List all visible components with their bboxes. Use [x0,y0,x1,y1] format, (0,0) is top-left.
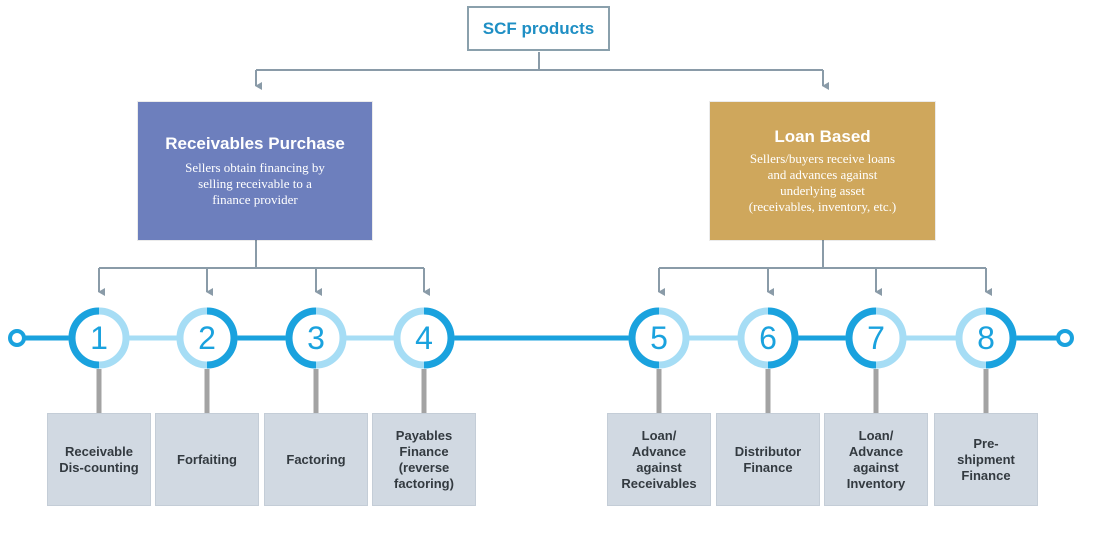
product-box-payables-finance: Payables Finance (reverse factoring) [373,414,475,505]
step-ring-accent-6 [767,307,799,369]
step-number-5: 5 [650,319,668,356]
step-number-8: 8 [977,319,995,356]
category-receivables-purchase: Receivables Purchase Sellers obtain fina… [138,102,372,240]
category-title: Receivables Purchase [165,134,345,153]
product-box-loan-advance-inventory: Loan/ Advance against Inventory [825,414,927,505]
timeline-start-cap [8,329,26,347]
product-box-distributor-finance: Distributor Finance [717,414,819,505]
root-node-scf-products: SCF products [467,6,610,51]
category-title: Loan Based [774,127,871,146]
category-description: Sellers obtain financing by selling rece… [185,160,325,207]
step-ring-accent-2 [206,307,238,369]
step-ring-accent-8 [985,307,1017,369]
category-description: Sellers/buyers receive loans and advance… [748,151,897,214]
product-box-loan-advance-receivables: Loan/ Advance against Receivables [608,414,710,505]
step-number-4: 4 [415,319,433,356]
step-ring-accent-1 [68,307,100,369]
product-box-forfaiting: Forfaiting [156,414,258,505]
step-ring-accent-7 [845,307,877,369]
category-loan-based: Loan Based Sellers/buyers receive loans … [710,102,935,240]
product-box-pre-shipment-finance: Pre- shipment Finance [935,414,1037,505]
timeline [8,307,1074,414]
step-number-7: 7 [867,319,885,356]
step-ring-accent-4 [423,307,455,369]
step-number-3: 3 [307,319,325,356]
step-number-1: 1 [90,319,108,356]
product-box-factoring: Factoring [265,414,367,505]
step-number-6: 6 [759,319,777,356]
product-box-receivable-discounting: Receivable Dis-counting [48,414,150,505]
step-ring-accent-3 [285,307,317,369]
timeline-end-cap [1056,329,1074,347]
step-ring-accent-5 [628,307,660,369]
step-number-2: 2 [198,319,216,356]
